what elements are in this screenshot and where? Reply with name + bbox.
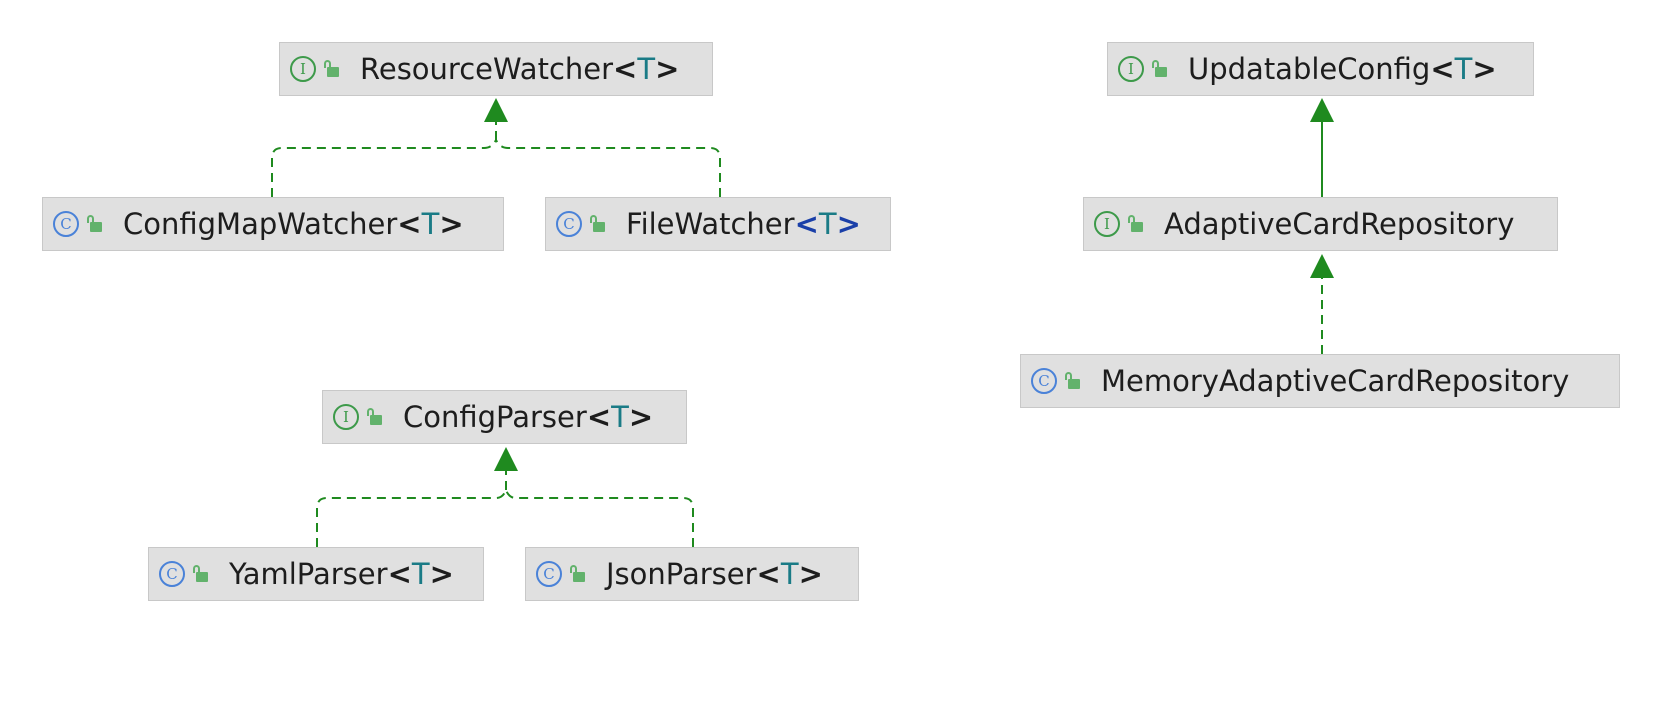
node-name: UpdatableConfig	[1188, 52, 1431, 86]
arrowhead-adaptive-card-repository	[1310, 254, 1334, 278]
unlocked-padlock-icon	[85, 211, 107, 237]
class-kind-icon: C	[556, 211, 582, 237]
interface-kind-icon: I	[333, 404, 359, 430]
node-json-parser[interactable]: C JsonParser <T>	[525, 547, 859, 601]
unlocked-padlock-icon	[322, 56, 344, 82]
node-memory-adaptive-card-repository[interactable]: C MemoryAdaptiveCardRepository	[1020, 354, 1620, 408]
node-name: MemoryAdaptiveCardRepository	[1101, 364, 1570, 398]
generic-parameter: <T>	[794, 207, 861, 241]
generic-parameter: <T>	[387, 557, 454, 591]
node-name: AdaptiveCardRepository	[1164, 207, 1515, 241]
node-updatable-config[interactable]: I UpdatableConfig <T>	[1107, 42, 1534, 96]
node-config-parser[interactable]: I ConfigParser <T>	[322, 390, 687, 444]
node-name: YamlParser	[229, 557, 388, 591]
generic-parameter: <T>	[397, 207, 464, 241]
edge-config-map-watcher-to-resource-watcher	[271, 139, 497, 197]
node-name: ConfigParser	[403, 400, 587, 434]
class-kind-icon: C	[536, 561, 562, 587]
node-name: JsonParser	[606, 557, 757, 591]
class-kind-icon: C	[159, 561, 185, 587]
edge-json-parser-to-config-parser	[505, 489, 694, 547]
arrowhead-config-parser	[494, 447, 518, 471]
interface-kind-icon: I	[1118, 56, 1144, 82]
edge-file-watcher-to-resource-watcher	[495, 139, 721, 197]
class-kind-icon: C	[53, 211, 79, 237]
unlocked-padlock-icon	[588, 211, 610, 237]
node-adaptive-card-repository[interactable]: I AdaptiveCardRepository	[1083, 197, 1558, 251]
node-resource-watcher[interactable]: I ResourceWatcher <T>	[279, 42, 713, 96]
arrowhead-updatable-config	[1310, 98, 1334, 122]
interface-kind-icon: I	[290, 56, 316, 82]
unlocked-padlock-icon	[568, 561, 590, 587]
edge-yaml-parser-to-config-parser	[316, 489, 507, 547]
interface-kind-icon: I	[1094, 211, 1120, 237]
arrowhead-resource-watcher	[484, 98, 508, 122]
generic-parameter: <T>	[613, 52, 680, 86]
generic-parameter: <T>	[1430, 52, 1497, 86]
class-kind-icon: C	[1031, 368, 1057, 394]
generic-parameter: <T>	[756, 557, 823, 591]
unlocked-padlock-icon	[191, 561, 213, 587]
node-name: ConfigMapWatcher	[123, 207, 398, 241]
node-file-watcher[interactable]: C FileWatcher <T>	[545, 197, 891, 251]
unlocked-padlock-icon	[365, 404, 387, 430]
unlocked-padlock-icon	[1150, 56, 1172, 82]
node-name: ResourceWatcher	[360, 52, 614, 86]
node-config-map-watcher[interactable]: C ConfigMapWatcher <T>	[42, 197, 504, 251]
generic-parameter: <T>	[586, 400, 654, 434]
node-yaml-parser[interactable]: C YamlParser <T>	[148, 547, 484, 601]
node-name: FileWatcher	[626, 207, 795, 241]
unlocked-padlock-icon	[1126, 211, 1148, 237]
unlocked-padlock-icon	[1063, 368, 1085, 394]
